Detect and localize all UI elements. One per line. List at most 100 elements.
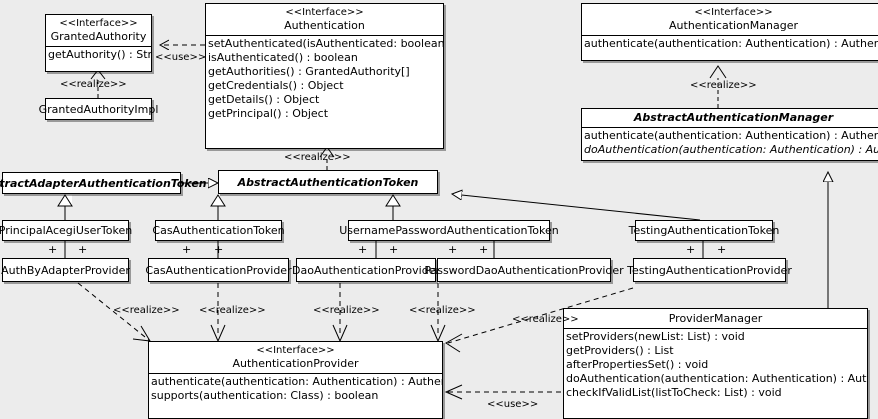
class-authentication-manager[interactable]: <<Interface>> AuthenticationManager auth…: [581, 3, 878, 61]
class-header: AuthByAdapterProvider: [1, 259, 130, 281]
member-row: doAuthentication(authentication: Authent…: [566, 372, 867, 385]
class-password-dao-authentication-provider[interactable]: PasswordDaoAuthenticationProvider: [424, 258, 624, 282]
member-row: setProviders(newList: List) : void: [566, 330, 745, 343]
member-row: getProviders() : List: [566, 344, 674, 357]
class-principal-acegi-user-token[interactable]: PrincipalAcegiUserToken: [0, 220, 132, 241]
class-name: ProviderManager: [668, 312, 763, 325]
class-name: AuthenticationProvider: [232, 357, 359, 370]
class-name: Authentication: [284, 19, 365, 32]
stereotype-label: <<Interface>>: [285, 7, 364, 18]
class-name: PrincipalAcegiUserToken: [0, 224, 133, 237]
edge-label-realize-granted-authority-impl: <<realize>>: [60, 79, 127, 90]
class-header: AbstractAuthenticationToken: [219, 171, 437, 193]
class-header: GrantedAuthorityImpl: [39, 99, 159, 119]
class-abstract-authentication-token[interactable]: AbstractAuthenticationToken: [218, 170, 438, 194]
member-row: checkIfValidList(listToCheck: List) : vo…: [566, 386, 782, 399]
class-header: ProviderManager: [564, 309, 867, 328]
class-name: GrantedAuthority: [50, 30, 147, 43]
class-cas-authentication-token[interactable]: CasAuthenticationToken: [152, 220, 285, 241]
member-row: getAuthorities() : GrantedAuthority[]: [208, 65, 410, 78]
class-header: TestingAuthenticationProvider: [627, 259, 792, 281]
member-row: getPrincipal() : Object: [208, 107, 329, 120]
class-header: <<Interface>> AuthenticationProvider: [149, 342, 442, 373]
class-members: getAuthority() : String: [46, 46, 151, 63]
class-provider-manager[interactable]: ProviderManager setProviders(newList: Li…: [563, 308, 868, 419]
edge-label-use-granted-authority: <<use>>: [155, 52, 207, 63]
association-marker: +: [78, 243, 88, 256]
stereotype-label: <<Interface>>: [256, 345, 335, 356]
class-name: GrantedAuthorityImpl: [38, 102, 159, 116]
class-header: PasswordDaoAuthenticationProvider: [424, 259, 623, 281]
class-name: TestingAuthenticationProvider: [627, 263, 792, 277]
class-name: AbstractAuthenticationManager: [633, 111, 834, 124]
class-header: UsernamePasswordAuthenticationToken: [339, 221, 559, 240]
class-abstract-adapter-authentication-token[interactable]: AbstractAdapterAuthenticationToken: [0, 172, 207, 194]
class-name: UsernamePasswordAuthenticationToken: [339, 224, 559, 237]
class-header: <<Interface>> GrantedAuthority: [46, 15, 151, 46]
association-marker: +: [48, 243, 58, 256]
class-authentication[interactable]: <<Interface>> Authentication setAuthenti…: [205, 3, 444, 149]
member-row: getAuthority() : String: [48, 48, 151, 61]
class-name: CasAuthenticationToken: [152, 224, 285, 237]
class-username-password-authentication-token[interactable]: UsernamePasswordAuthenticationToken: [339, 220, 559, 241]
member-row: getCredentials() : Object: [208, 79, 344, 92]
class-auth-by-adapter-provider[interactable]: AuthByAdapterProvider: [1, 258, 130, 282]
member-row: authenticate(authentication: Authenticat…: [584, 129, 878, 142]
class-authentication-provider[interactable]: <<Interface>> AuthenticationProvider aut…: [148, 341, 443, 419]
stereotype-label: <<Interface>>: [59, 18, 138, 29]
association-marker: +: [214, 243, 224, 256]
class-abstract-authentication-manager[interactable]: AbstractAuthenticationManager authentica…: [581, 108, 878, 161]
member-row: supports(authentication: Class) : boolea…: [151, 389, 379, 402]
member-row: doAuthentication(authentication: Authent…: [584, 143, 878, 156]
class-header: CasAuthenticationToken: [152, 221, 284, 240]
class-dao-authentication-provider[interactable]: DaoAuthenticationProvider: [292, 258, 440, 282]
class-header: DaoAuthenticationProvider: [292, 259, 440, 281]
class-granted-authority[interactable]: <<Interface>> GrantedAuthority getAuthor…: [45, 14, 152, 72]
edge-label-realize-abstract-authentication-manager: <<realize>>: [690, 80, 757, 91]
class-granted-authority-impl[interactable]: GrantedAuthorityImpl: [39, 98, 159, 120]
member-row: isAuthenticated() : boolean: [208, 51, 358, 64]
edge-label-realize-testing: <<realize>>: [512, 314, 579, 325]
class-name: TestingAuthenticationToken: [628, 224, 780, 237]
edge-label-realize-password-dao: <<realize>>: [409, 305, 476, 316]
stereotype-label: <<Interface>>: [694, 7, 773, 18]
member-row: getDetails() : Object: [208, 93, 320, 106]
association-marker: +: [448, 243, 458, 256]
member-row: authenticate(authentication: Authenticat…: [584, 37, 878, 50]
association-marker: +: [182, 243, 192, 256]
association-marker: +: [389, 243, 399, 256]
class-members: authenticate(authentication: Authenticat…: [582, 35, 878, 52]
association-marker: +: [686, 243, 696, 256]
association-marker: +: [717, 243, 727, 256]
class-cas-authentication-provider[interactable]: CasAuthenticationProvider: [145, 258, 292, 282]
member-row: setAuthenticated(isAuthenticated: boolea…: [208, 37, 443, 50]
class-testing-authentication-provider[interactable]: TestingAuthenticationProvider: [627, 258, 792, 282]
edge-label-realize-cas: <<realize>>: [199, 305, 266, 316]
class-header: CasAuthenticationProvider: [145, 259, 291, 281]
edge-label-realize-dao: <<realize>>: [313, 305, 380, 316]
class-members: authenticate(authentication: Authenticat…: [582, 127, 878, 158]
class-header: TestingAuthenticationToken: [629, 221, 780, 240]
member-row: authenticate(authentication: Authenticat…: [151, 375, 442, 388]
class-members: setAuthenticated(isAuthenticated: boolea…: [206, 35, 443, 122]
member-row: afterPropertiesSet() : void: [566, 358, 709, 371]
class-name: PasswordDaoAuthenticationProvider: [424, 263, 624, 277]
class-members: authenticate(authentication: Authenticat…: [149, 373, 442, 404]
association-marker: +: [358, 243, 368, 256]
class-members: setProviders(newList: List) : void getPr…: [564, 328, 867, 401]
class-name: AbstractAdapterAuthenticationToken: [0, 176, 207, 190]
edge-label-realize-abstract-authentication-token: <<realize>>: [284, 152, 351, 163]
class-name: DaoAuthenticationProvider: [292, 263, 440, 277]
class-header: <<Interface>> Authentication: [206, 4, 443, 35]
class-header: <<Interface>> AuthenticationManager: [582, 4, 878, 35]
class-name: AuthenticationManager: [669, 19, 798, 32]
class-name: AuthByAdapterProvider: [1, 263, 130, 277]
class-header: AbstractAdapterAuthenticationToken: [0, 173, 207, 193]
class-header: AbstractAuthenticationManager: [582, 109, 878, 127]
class-header: PrincipalAcegiUserToken: [0, 221, 132, 240]
edge-label-use-provider-manager: <<use>>: [487, 399, 539, 410]
association-marker: +: [479, 243, 489, 256]
class-testing-authentication-token[interactable]: TestingAuthenticationToken: [629, 220, 780, 241]
edge-label-realize-auth-by-adapter: <<realize>>: [113, 305, 180, 316]
